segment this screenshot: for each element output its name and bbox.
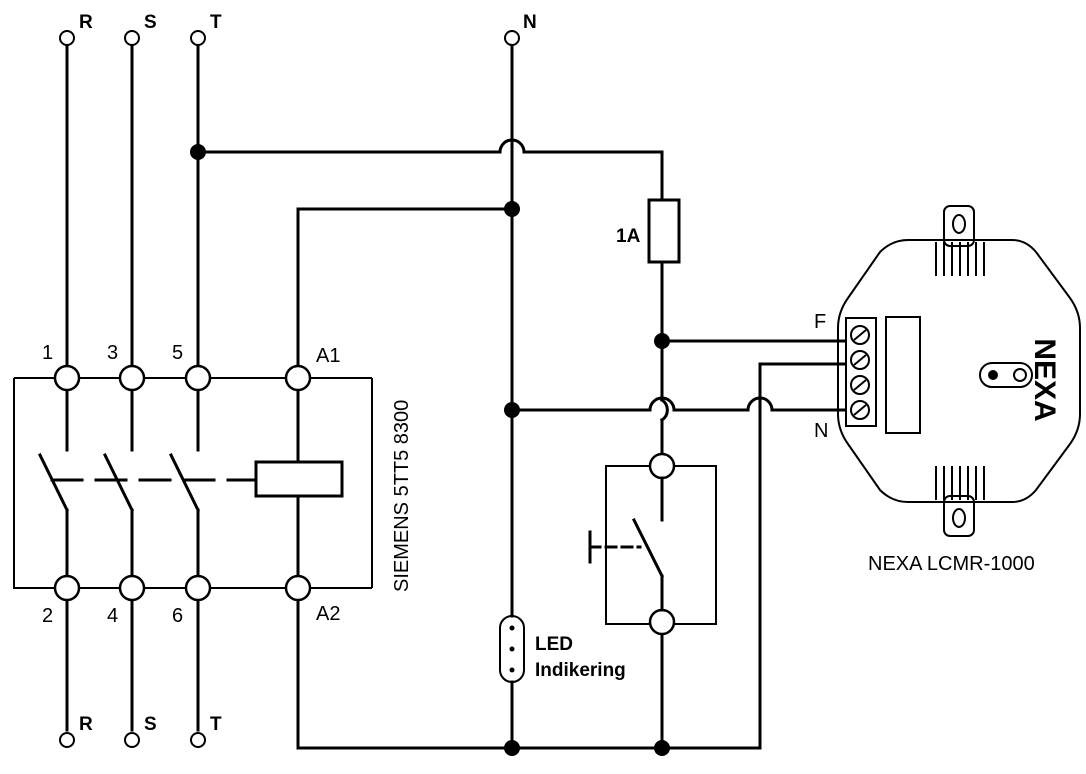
nexa-button-icon (1013, 368, 1027, 382)
nexa-screw (850, 325, 870, 420)
terminal-4 (118, 574, 146, 602)
terminal-label-5: 5 (172, 342, 183, 364)
led-body (499, 615, 525, 683)
supply-terminal-t (190, 30, 206, 46)
nexa-terminal-n: N (814, 420, 828, 442)
terminal-label-3: 3 (107, 342, 118, 364)
wire-t-to-fuse (196, 138, 664, 202)
push-button-terminal-bottom (648, 608, 676, 636)
wire-a2-return (296, 598, 762, 750)
nexa-led-icon (988, 370, 998, 380)
junction-dot (654, 333, 670, 349)
contactor-model: SIEMENS 5TT5 8300 (391, 400, 413, 592)
nexa-label-plate (885, 316, 921, 434)
out-terminal-s (124, 732, 140, 748)
label-s-top: S (144, 12, 157, 33)
terminal-label-2: 2 (42, 605, 53, 627)
contactor-coil (254, 460, 344, 498)
label-r-bottom: R (79, 714, 93, 735)
junction-dot (504, 740, 520, 756)
led-dot (509, 667, 515, 673)
contact-blade-1 (37, 452, 70, 513)
terminal-label-a1: A1 (316, 345, 340, 367)
junction-dot (504, 201, 520, 217)
supply-terminal-n (504, 30, 520, 46)
wire-switch-hop (659, 397, 669, 423)
wire-neutral-to-nexa (510, 396, 847, 412)
contact-blade-5 (168, 452, 201, 513)
terminal-6 (184, 574, 212, 602)
terminals (53, 30, 520, 748)
nexa-body (837, 239, 1081, 503)
nexa-led-slot (979, 362, 1033, 388)
junction-dot (654, 740, 670, 756)
led-dot (509, 625, 515, 631)
terminal-a1 (284, 364, 312, 392)
nexa-brand: NEXA (1028, 338, 1061, 421)
terminal-2 (53, 574, 81, 602)
terminal-1 (53, 364, 81, 392)
label-t-bottom: T (210, 714, 222, 735)
terminal-label-1: 1 (42, 342, 53, 364)
terminal-3 (118, 364, 146, 392)
led-dot (509, 646, 515, 652)
labels: R S T N R S T 1 3 5 A1 2 4 6 A2 SIEMENS … (42, 12, 1035, 735)
nexa-vent-top (935, 242, 985, 276)
wires (65, 44, 847, 750)
fuse (647, 198, 681, 264)
junction-dot (190, 144, 206, 160)
label-r-top: R (79, 12, 93, 33)
wire-a1 (296, 207, 514, 368)
terminal-5 (184, 364, 212, 392)
push-button (588, 452, 717, 636)
out-terminal-t (190, 732, 206, 748)
out-terminal-r (59, 732, 75, 748)
nexa-ear-hole (952, 508, 966, 528)
led-indicator (499, 615, 525, 683)
nexa-ear-hole (952, 214, 966, 234)
supply-terminal-r (59, 30, 75, 46)
junction-dot (504, 402, 520, 418)
nexa-terminal-block (845, 317, 877, 427)
led-label-line2: Indikering (535, 660, 626, 681)
nexa-vent-bottom (935, 466, 985, 500)
wire-nexa-return (758, 362, 847, 750)
terminal-label-6: 6 (172, 605, 183, 627)
label-t-top: T (210, 12, 222, 33)
terminal-label-4: 4 (107, 605, 118, 627)
supply-terminal-s (124, 30, 140, 46)
push-button-terminal-top (648, 452, 676, 480)
terminal-a2 (284, 574, 312, 602)
terminal-label-a2: A2 (316, 603, 340, 625)
push-button-blade (631, 517, 665, 579)
contactor (13, 377, 373, 589)
label-n-top: N (523, 12, 537, 33)
led-label-line1: LED (535, 634, 573, 655)
contact-blade-3 (102, 452, 135, 513)
nexa-caption: NEXA LCMR-1000 (868, 553, 1035, 575)
fuse-label: 1A (616, 226, 641, 247)
junctions (190, 144, 670, 756)
nexa-module: NEXA (837, 205, 1081, 537)
nexa-terminal-f: F (814, 311, 826, 333)
label-s-bottom: S (144, 714, 157, 735)
